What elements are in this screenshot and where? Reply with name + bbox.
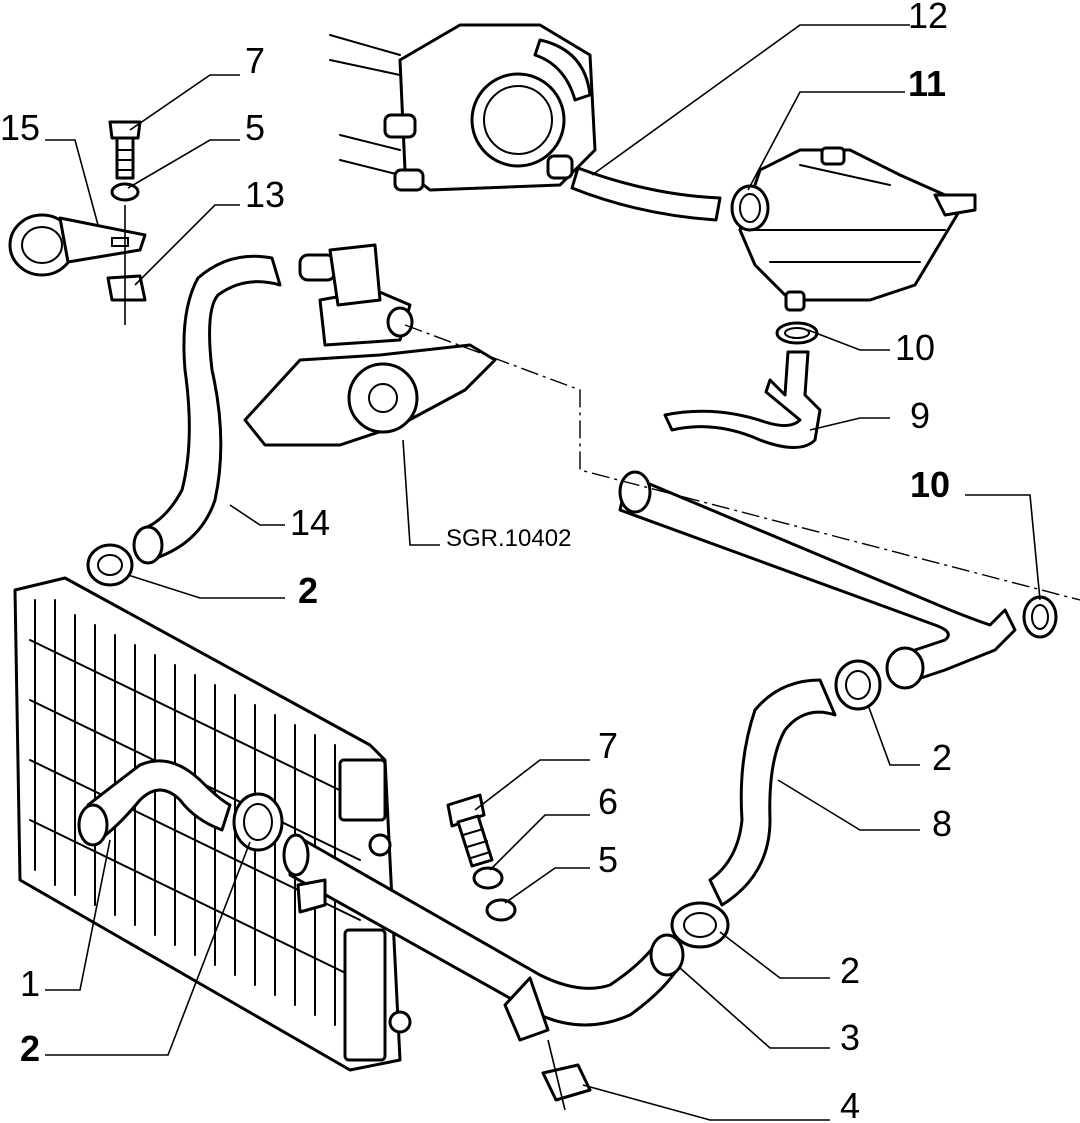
throttle-body (329, 23, 597, 192)
callout-2-upper-left: 2 (298, 570, 318, 611)
nut-4-axis (547, 1039, 566, 1111)
reference-code: SGR.10402 (446, 525, 571, 552)
hose-12 (570, 166, 722, 222)
screw-7-lower (446, 793, 494, 868)
washer-5-upper (110, 182, 140, 202)
callout-9: 9 (910, 395, 930, 436)
callout-15: 15 (0, 107, 40, 148)
coolant-pipe-lower (282, 833, 685, 1042)
clamp-10-lower (1022, 595, 1058, 639)
nut-13 (106, 274, 147, 302)
callout-10-upper: 10 (895, 327, 935, 368)
callout-11: 11 (908, 63, 946, 104)
clamp-10-upper (775, 321, 819, 345)
washer-5-lower (485, 898, 517, 922)
callout-10-lower: 10 (910, 464, 950, 505)
callout-14: 14 (290, 502, 330, 543)
callout-7-upper: 7 (245, 40, 265, 81)
hose-14-end (132, 525, 164, 565)
callout-5-lower: 5 (598, 839, 618, 880)
callout-2-right: 2 (932, 737, 952, 778)
callout-labels: 12 11 7 5 15 13 10 9 14 10 2 2 8 7 6 5 2… (0, 0, 952, 1123)
water-pump (243, 243, 497, 447)
callout-12: 12 (908, 0, 948, 36)
callout-1: 1 (20, 963, 40, 1004)
bracket-15 (8, 213, 147, 277)
callout-3: 3 (840, 1017, 860, 1058)
nut-4 (541, 1063, 592, 1102)
leader-lines (45, 24, 1041, 1121)
callout-4: 4 (840, 1085, 860, 1123)
callout-5-upper: 5 (245, 107, 265, 148)
callout-2-lower-right: 2 (840, 950, 860, 991)
centre-lines (404, 324, 1080, 601)
clamp-2-left (232, 792, 284, 852)
expansion-tank (738, 146, 977, 312)
coolant-pipe-upper (618, 470, 1017, 690)
hose-8 (708, 678, 837, 907)
callout-2-lower-left: 2 (20, 1028, 40, 1069)
clamp-2-lower-right (670, 901, 730, 949)
hose-1-end (77, 803, 109, 847)
callout-8: 8 (932, 803, 952, 844)
callout-6: 6 (598, 781, 618, 822)
clamp-11 (730, 184, 770, 232)
clamp-2-upper-left (86, 543, 134, 587)
washer-6 (472, 866, 504, 890)
hose-1 (86, 759, 232, 842)
callout-13: 13 (245, 174, 285, 215)
hose-9 (663, 350, 822, 449)
screw-7-upper (108, 120, 142, 180)
clamp-2-right (834, 659, 882, 711)
callout-7-lower: 7 (598, 725, 618, 766)
